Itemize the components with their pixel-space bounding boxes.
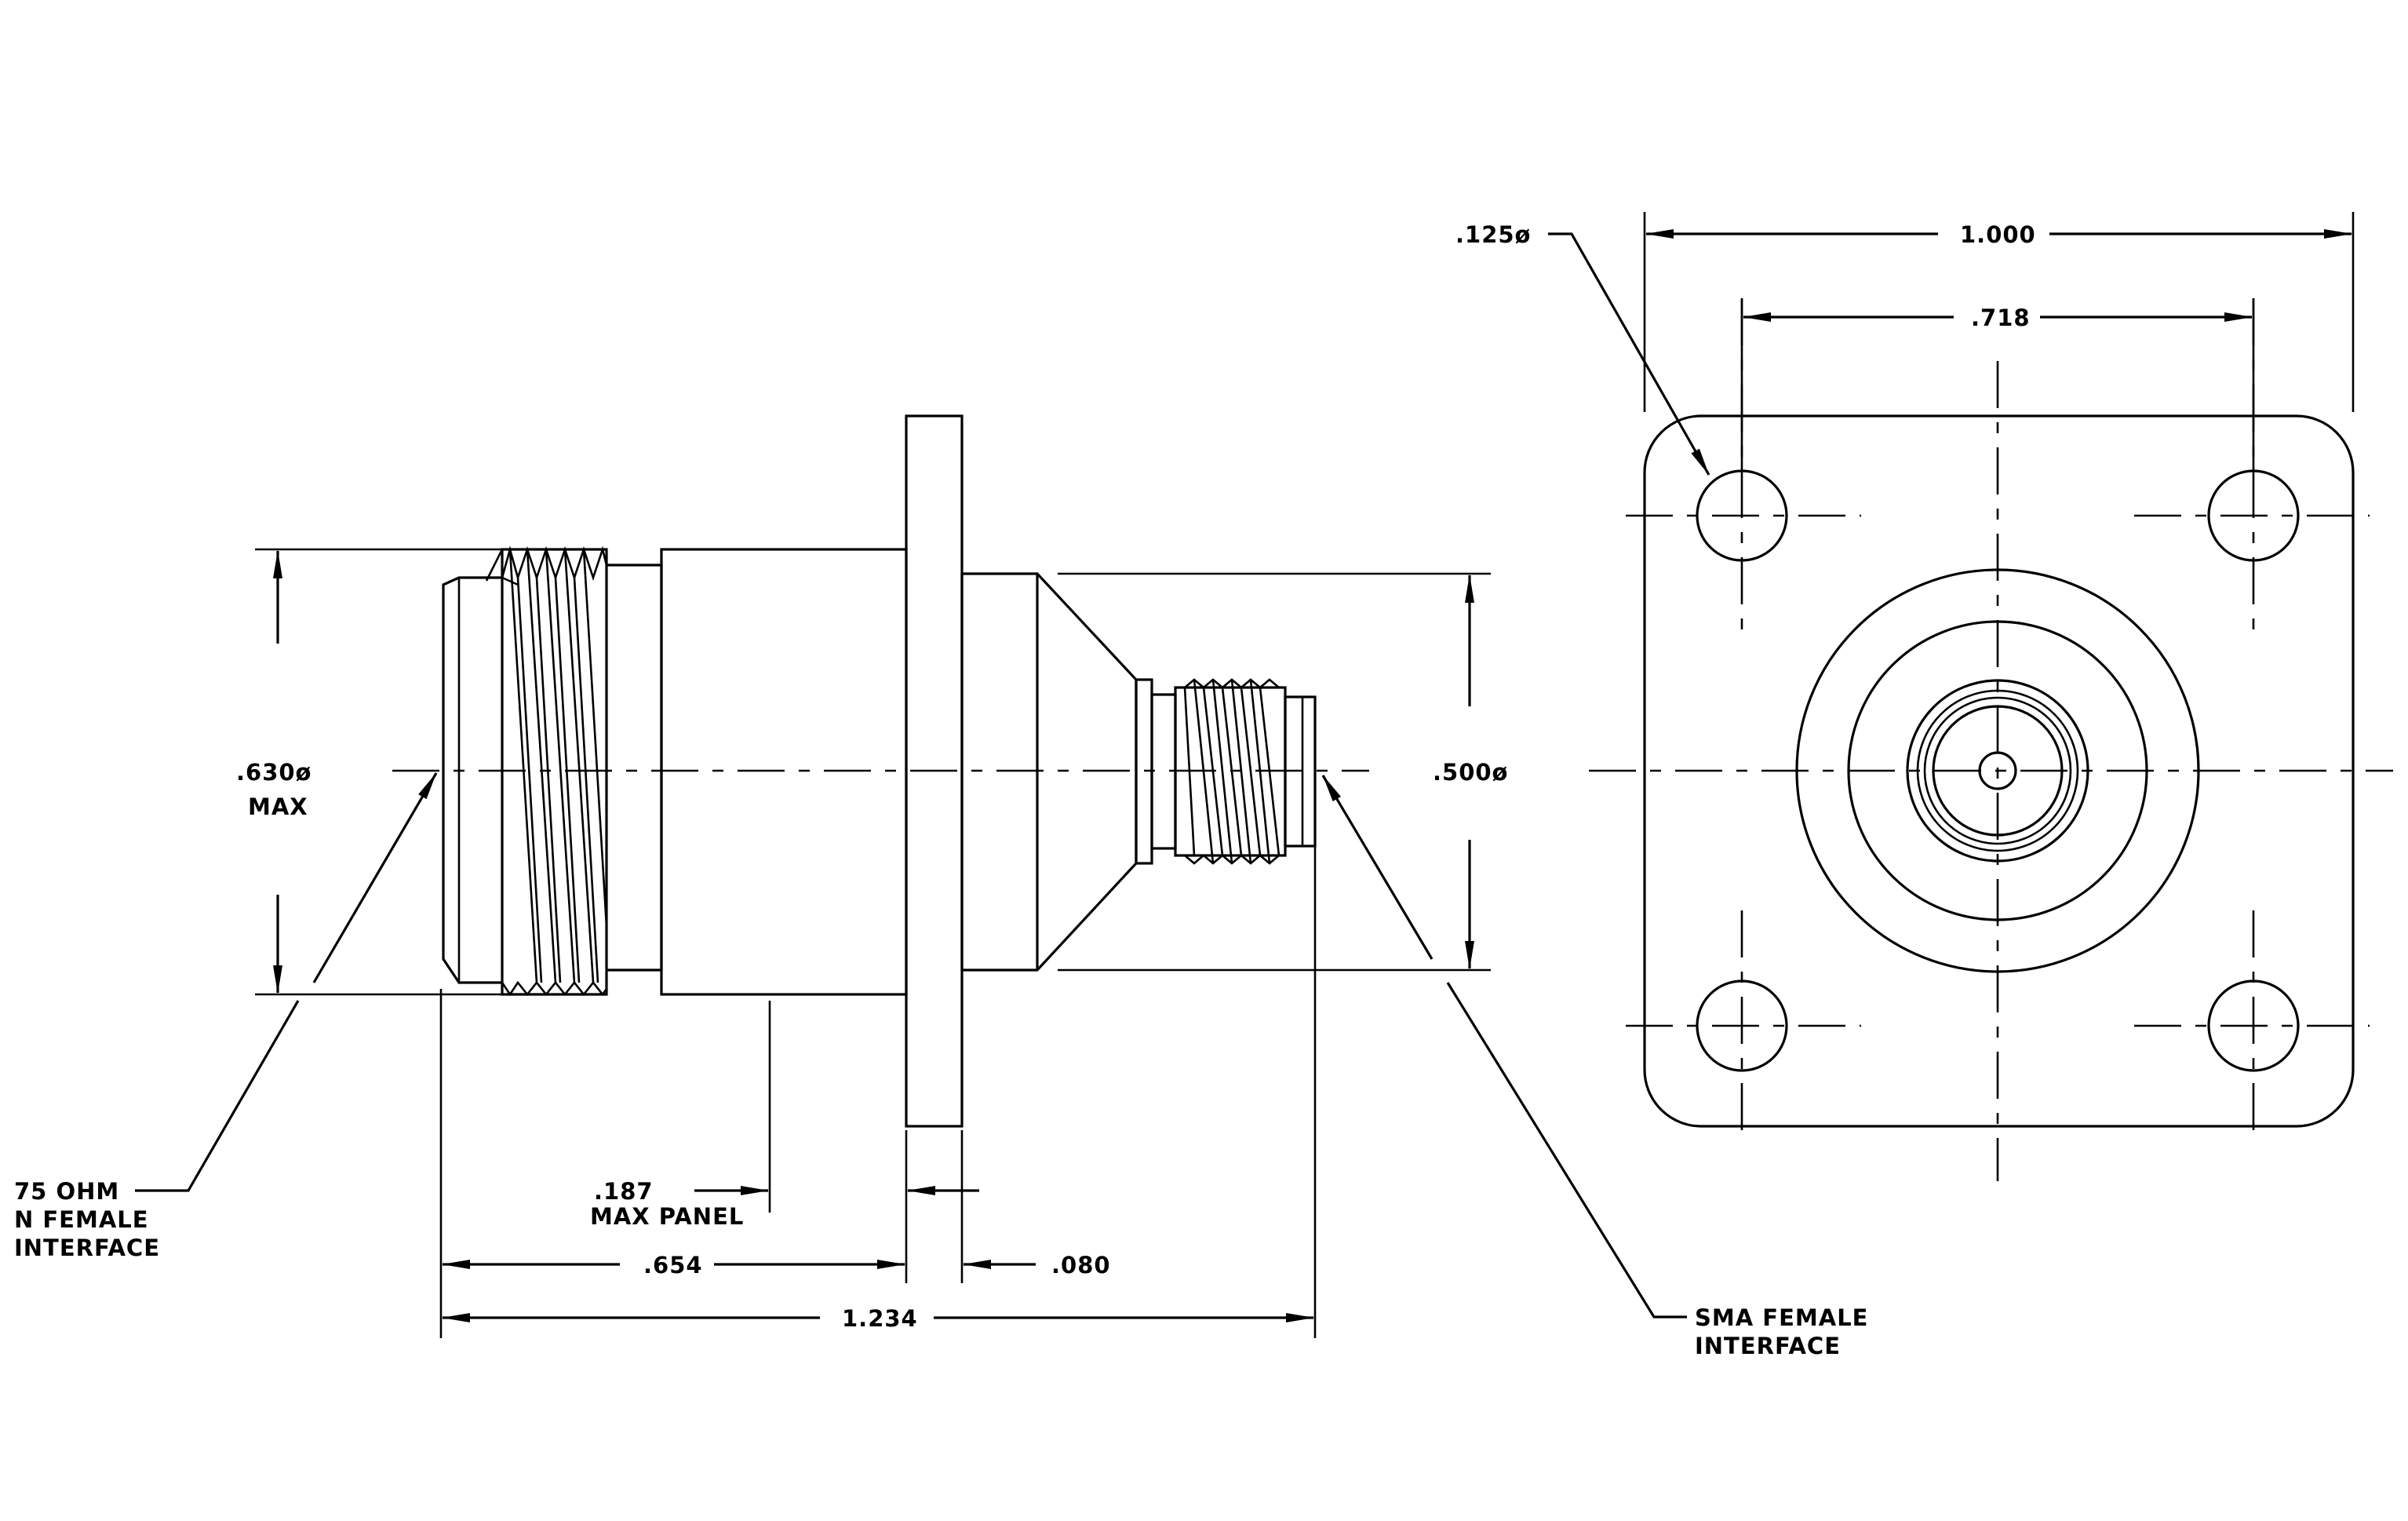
- n-interface-line-1: 75 OHM: [14, 1178, 119, 1205]
- dim-080: .080: [907, 1186, 1111, 1278]
- dim-500: .500ø: [1433, 574, 1508, 969]
- center-pin-circle: [1978, 751, 2017, 790]
- dim-1234: 1.234: [442, 1305, 1314, 1332]
- dim-500-value: .500ø: [1433, 759, 1508, 786]
- dim-1000: 1.000: [1645, 221, 2352, 248]
- dim-187-label: MAX PANEL: [590, 1203, 744, 1230]
- n-interface-callout: 75 OHM N FEMALE INTERFACE: [14, 772, 438, 1261]
- sma-thread-circle-2: [1923, 696, 2072, 845]
- front-view: 1.000 .718 .125ø: [1455, 212, 2393, 1181]
- dim-1234-value: 1.234: [842, 1305, 918, 1332]
- mounting-hole-top-left: [1626, 298, 1861, 632]
- dim-630-value: .630ø: [236, 759, 311, 786]
- sma-thread-circle-1: [1916, 689, 2079, 852]
- dim-187-max-panel: .187 MAX PANEL: [590, 1178, 769, 1230]
- dim-654-value: .654: [643, 1252, 703, 1278]
- dim-718-value: .718: [1971, 305, 2031, 331]
- inner-body-circle: [1847, 620, 2148, 921]
- dim-630-note: MAX: [248, 793, 308, 820]
- extension-lines: [255, 548, 1491, 1338]
- sma-outer-circle: [1906, 679, 2089, 863]
- sma-interface-line-1: SMA FEMALE: [1695, 1304, 1869, 1331]
- main-body: [660, 548, 908, 996]
- dim-125-value: .125ø: [1455, 221, 1531, 248]
- flange-outline: [1643, 414, 2355, 1128]
- n-connector-body: [442, 545, 663, 997]
- sma-interface-line-2: INTERFACE: [1695, 1333, 1841, 1359]
- dim-125-hole: .125ø: [1455, 221, 1710, 476]
- dim-630: .630ø MAX: [236, 550, 311, 994]
- mounting-hole-bottom-right: [2134, 910, 2370, 1130]
- mounting-hole-bottom-left: [1626, 910, 1861, 1130]
- n-interface-line-2: N FEMALE: [14, 1206, 149, 1233]
- n-interface-line-3: INTERFACE: [14, 1235, 160, 1261]
- sma-interface-callout: SMA FEMALE INTERFACE: [1321, 775, 1869, 1359]
- sma-connector-body: [960, 572, 1317, 972]
- dim-718: .718: [1743, 305, 2253, 331]
- outer-body-circle: [1795, 568, 2200, 973]
- dim-187-value: .187: [594, 1178, 654, 1205]
- dim-654: .654: [442, 1252, 905, 1278]
- side-view: .630ø MAX .500ø .187 MAX PANEL .080 .654: [14, 414, 1869, 1359]
- mounting-hole-top-right: [2134, 298, 2370, 632]
- dim-1000-value: 1.000: [1960, 221, 2036, 248]
- dim-080-value: .080: [1051, 1252, 1111, 1278]
- sma-dielectric-circle: [1932, 705, 2064, 837]
